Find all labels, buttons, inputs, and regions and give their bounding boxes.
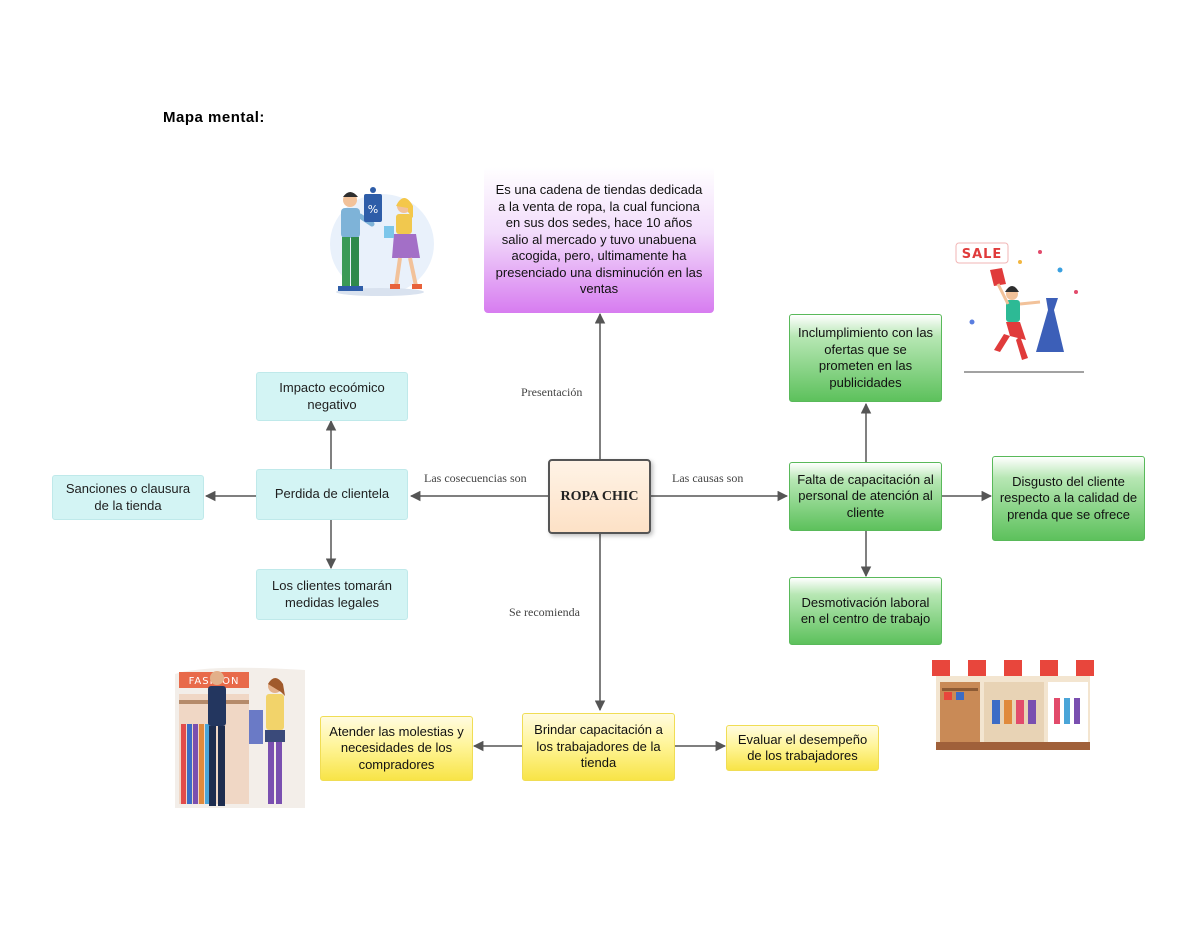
sale-shopper-illustration: SALE: [955, 242, 1084, 373]
consequence-main-node: Perdida de clientela: [256, 469, 408, 520]
edge-label-causas: Las causas son: [670, 471, 746, 486]
edge-label-recomienda: Se recomienda: [507, 605, 582, 620]
storefront-illustration: [932, 660, 1094, 750]
cause-main-node: Falta de capacitación al personal de ate…: [789, 462, 942, 531]
fashion-store-illustration: FASHION: [175, 667, 305, 808]
recommendation-evaluar-node: Evaluar el desempeño de los trabajadores: [726, 725, 879, 771]
edge-label-consecuencias: Las cosecuencias son: [422, 471, 529, 486]
cause-incumplimiento-node: Inclumplimiento con las ofertas que se p…: [789, 314, 942, 402]
consequence-sanciones-node: Sanciones o clausura de la tienda: [52, 475, 204, 520]
cause-disgusto-node: Disgusto del cliente respecto a la calid…: [992, 456, 1145, 541]
discount-tag-icon: [364, 194, 382, 222]
central-node: ROPA CHIC: [548, 459, 651, 534]
recommendation-atender-node: Atender las molestias y necesidades de l…: [320, 716, 473, 781]
cause-desmotivacion-node: Desmotivación laboral en el centro de tr…: [789, 577, 942, 645]
shopping-couple-illustration: %: [330, 187, 434, 296]
svg-text:%: %: [368, 203, 378, 216]
recommendation-main-node: Brindar capacitación a los trabajadores …: [522, 713, 675, 781]
consequence-impacto-node: Impacto ecoómico negativo: [256, 372, 408, 421]
page-heading: Mapa mental:: [163, 109, 265, 126]
svg-text:SALE: SALE: [962, 247, 1003, 262]
presentation-node: Es una cadena de tiendas dedicada a la v…: [484, 167, 714, 313]
consequence-legales-node: Los clientes tomarán medidas legales: [256, 569, 408, 620]
edge-label-presentacion: Presentación: [519, 385, 585, 400]
